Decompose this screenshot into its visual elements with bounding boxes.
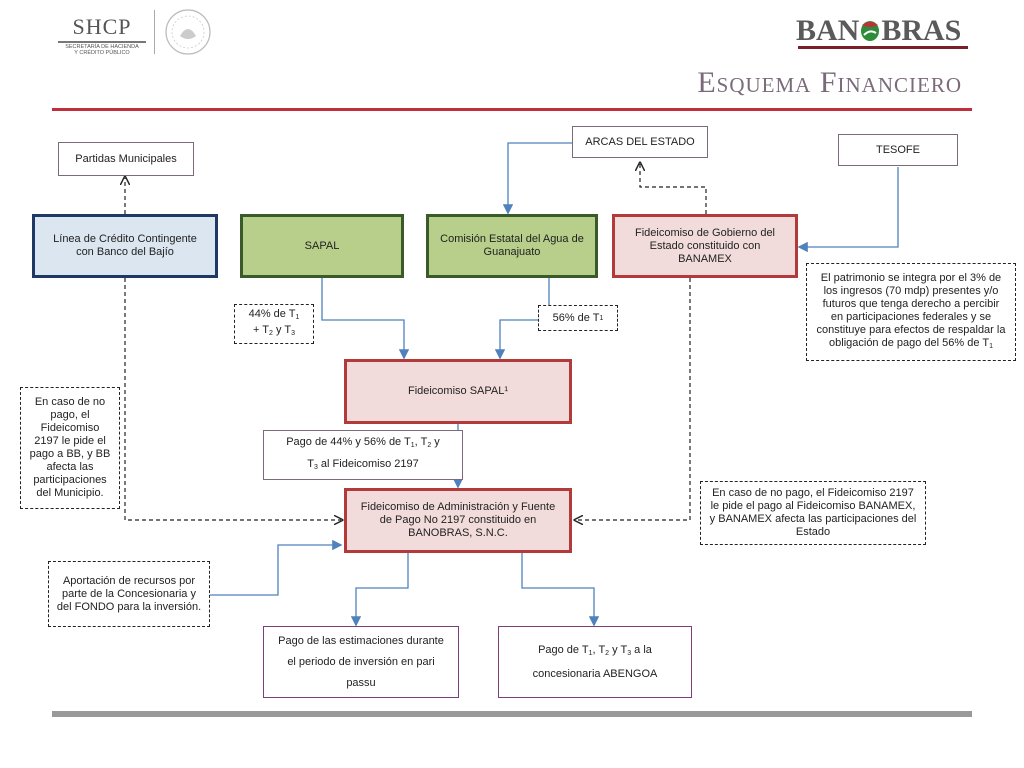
shcp-logo: SHCP SECRETARÍA DE HACIENDA Y CRÉDITO PÚ… [52, 14, 152, 58]
node-linea-label: Línea de Crédito Contingente con Banco d… [53, 233, 197, 258]
sub: 1 [588, 649, 593, 657]
note-estado-text: En caso de no pago, el Fideicomiso 2197 … [709, 487, 917, 538]
node-sapal: SAPAL [240, 214, 404, 278]
node-estimaciones-label: Pago de las estimaciones durante el peri… [278, 634, 444, 689]
sub: 3 [627, 649, 632, 657]
pago-pct-d: T [307, 458, 314, 470]
note-patrimonio: El patrimonio se integra por el 3% de lo… [806, 263, 1016, 361]
banobras-leaf-icon [859, 17, 881, 43]
node-fidsapal-label: Fideicomiso SAPAL¹ [407, 385, 509, 397]
note-aportacion-text: Aportación de recursos por parte de la C… [56, 574, 202, 613]
note-44-b: + T [253, 324, 270, 336]
arrow-fidgob-to-arcas [640, 164, 707, 214]
arrow-admin-to-pagot [521, 553, 600, 627]
shcp-line1: SECRETARÍA DE HACIENDA [65, 44, 139, 50]
title-rule [52, 108, 972, 111]
sub: 2 [605, 649, 610, 657]
shcp-line2: Y CRÉDITO PÚBLICO [74, 50, 130, 56]
note-pago-porcentajes: Pago de 44% y 56% de T1, T2 y T3 al Fide… [263, 430, 463, 480]
pago-pct-a: Pago de 44% y 56% de T [286, 436, 411, 448]
node-fideicomiso-gobierno: Fideicomiso de Gobierno del Estado const… [612, 214, 798, 278]
sub: 1 [410, 442, 415, 449]
node-fidgob-label: Fideicomiso de Gobierno del Estado const… [634, 226, 776, 265]
note-municipio-text: En caso de no pago, el Fideicomiso 2197 … [29, 396, 111, 499]
note-44-a: 44% de T [248, 308, 296, 320]
sub: 3 [313, 464, 318, 471]
node-pago-abengoa: Pago de T1, T2 y T3 a la concesionaria A… [498, 626, 692, 698]
pago-pct-e: al Fideicomiso 2197 [317, 458, 419, 470]
pago-pct-b: , T [414, 436, 428, 448]
arrow-admin-to-estimaciones [350, 553, 409, 627]
pago-t-post: a la concesionaria ABENGOA [532, 643, 658, 680]
banobras-right: BRAS [881, 14, 962, 47]
node-arcas-label: ARCAS DEL ESTADO [585, 135, 695, 148]
arrow-fidgob-to-admin [576, 278, 691, 520]
note-44pct: 44% de T1 + T2 y T3 [234, 304, 314, 344]
node-tesofe-label: TESOFE [875, 143, 920, 156]
node-comision-estatal: Comisión Estatal del Agua de Guanajuato [426, 214, 598, 278]
page-title: Esquema Financiero [697, 66, 962, 99]
node-arcas-del-estado: ARCAS DEL ESTADO [572, 126, 708, 158]
arrow-arcas-to-comision [502, 142, 572, 215]
arrow-sapal-to-fidsapal [321, 278, 410, 360]
note-caso-estado: En caso de no pago, el Fideicomiso 2197 … [700, 481, 926, 545]
arrow-tesofe-to-fidgob [797, 167, 899, 253]
sub: 3 [291, 330, 295, 337]
node-partidas-municipales: Partidas Municipales [58, 142, 194, 176]
logo-divider [154, 10, 155, 54]
node-pago-estimaciones: Pago de las estimaciones durante el peri… [263, 626, 459, 698]
node-fideicomiso-administracion: Fideicomiso de Administración y Fuente d… [344, 488, 572, 553]
sub: 1 [599, 314, 604, 322]
mexico-seal-icon [164, 8, 212, 56]
note-aportacion: Aportación de recursos por parte de la C… [48, 561, 210, 627]
sub: 2 [269, 330, 273, 337]
arrow-aportacion-to-admin [210, 539, 343, 596]
node-fideicomiso-sapal: Fideicomiso SAPAL¹ [344, 359, 572, 424]
pago-t-pre: Pago de T [538, 643, 589, 656]
node-sapal-label: SAPAL [304, 239, 340, 252]
note-patrimonio-text: El patrimonio se integra por el 3% de lo… [816, 271, 1006, 349]
pago-t-mid2: y T [609, 643, 628, 656]
shcp-wordmark: SHCP [72, 14, 132, 39]
node-comision-label: Comisión Estatal del Agua de Guanajuato [440, 233, 584, 258]
sub: 2 [427, 442, 432, 449]
pago-pct-c: y [431, 436, 440, 448]
note-56-text: 56% de T [552, 311, 600, 324]
banobras-left: BAN [796, 14, 860, 47]
node-partidas-label: Partidas Municipales [75, 152, 177, 165]
sub: 1 [989, 342, 993, 350]
arrow-comision-to-fidsapal [494, 278, 550, 360]
bottom-bar [52, 711, 972, 717]
arrow-linea-to-admin [124, 278, 341, 520]
node-linea-credito: Línea de Crédito Contingente con Banco d… [32, 214, 218, 278]
node-fidadmin-label: Fideicomiso de Administración y Fuente d… [360, 501, 556, 539]
note-caso-municipio: En caso de no pago, el Fideicomiso 2197 … [20, 387, 120, 509]
node-tesofe: TESOFE [838, 134, 958, 166]
banobras-logo: BAN BRAS [796, 14, 968, 50]
pago-t-mid1: , T [592, 643, 606, 656]
note-44-c: y T [272, 324, 292, 336]
sub: 1 [295, 314, 300, 321]
